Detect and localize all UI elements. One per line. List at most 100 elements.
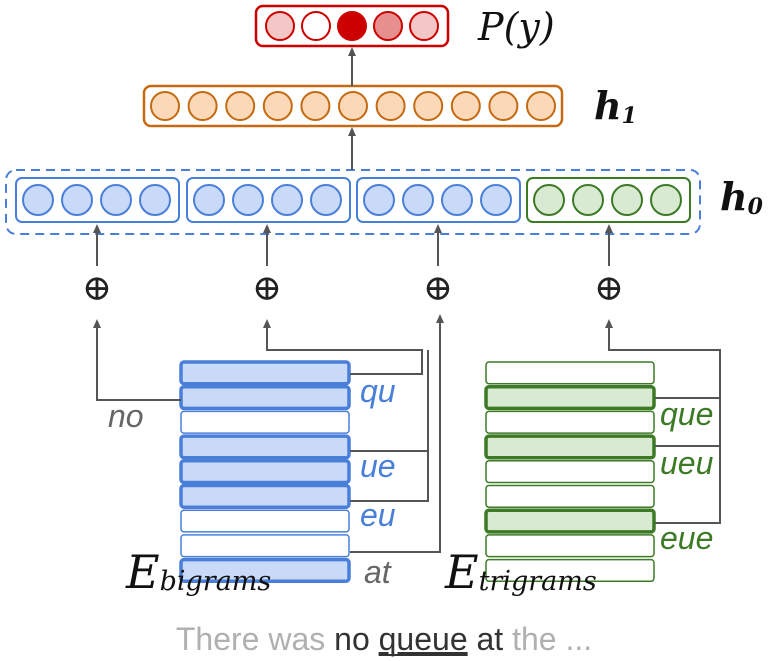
- h1-unit: [300, 91, 331, 121]
- h0-unit: [441, 184, 473, 216]
- h1-unit: [450, 91, 481, 121]
- sum-operators: ⊕ ⊕ ⊕ ⊕: [82, 268, 624, 309]
- bigram-label-eu: eu: [360, 497, 396, 533]
- output-unit: [337, 11, 367, 41]
- h0-group-box: [356, 177, 521, 223]
- trigram-row: [485, 460, 655, 484]
- h1-letter: h: [594, 83, 622, 128]
- h1-unit: [225, 91, 256, 121]
- h0-unit: [611, 184, 643, 216]
- input-sentence: There was no queue at the ...: [176, 621, 592, 657]
- h0-unit: [363, 184, 395, 216]
- h0-group-box: [15, 177, 180, 223]
- sum-operator-3: ⊕: [423, 268, 453, 309]
- h1-unit: [375, 91, 406, 121]
- bigram-row: [180, 534, 350, 558]
- h0-unit: [139, 184, 171, 216]
- output-unit: [409, 11, 439, 41]
- h1-unit: [150, 91, 180, 121]
- h0-unit: [22, 184, 54, 216]
- output-units: [265, 11, 439, 41]
- bigram-row-labels: no qu ue eu at: [108, 373, 396, 590]
- connector-eue: [655, 446, 721, 524]
- sentence-word-queue: queue: [379, 621, 468, 657]
- hidden-layer-0-groups: [15, 177, 691, 223]
- sentence-word-at: at: [477, 621, 504, 657]
- trigram-table-subscript: trigrams: [479, 566, 597, 597]
- hidden-layer-0-label: h0: [720, 174, 764, 220]
- h1-unit: [338, 91, 368, 121]
- h0-unit: [193, 184, 225, 216]
- sum-operator-1: ⊕: [82, 268, 112, 309]
- trigram-row: [485, 410, 655, 434]
- trigram-label-que: que: [660, 396, 713, 432]
- h0-group-box: [526, 177, 691, 223]
- trigram-table-letter: E: [444, 545, 479, 599]
- layer-arrows: [93, 47, 613, 266]
- bigram-row: [179, 557, 351, 584]
- h0-group-box: [186, 177, 351, 223]
- h0-unit: [650, 184, 682, 216]
- h0-unit: [533, 184, 565, 216]
- sentence-suffix: the ...: [503, 621, 592, 657]
- trigram-row: [484, 508, 656, 534]
- output-unit: [301, 11, 331, 41]
- h0-unit: [100, 184, 132, 216]
- bigram-row: [179, 384, 351, 411]
- h0-unit: [61, 184, 93, 216]
- bigram-table-name: Ebigrams: [125, 545, 271, 599]
- bigram-row: [179, 483, 351, 509]
- h0-unit: [402, 184, 434, 216]
- bigram-label-ue: ue: [360, 448, 396, 484]
- sentence-word-no: no: [334, 621, 370, 657]
- h1-unit: [262, 91, 293, 121]
- bigram-label-qu: qu: [360, 373, 396, 409]
- trigram-row: [485, 361, 655, 385]
- sentence-space-1: [370, 621, 379, 657]
- connector-lines: [93, 314, 721, 553]
- h1-unit: [413, 91, 444, 121]
- trigram-table: [484, 361, 656, 583]
- trigram-label-eue: eue: [660, 520, 713, 556]
- sum-operator-4: ⊕: [594, 268, 624, 309]
- bigram-label-at: at: [364, 554, 392, 590]
- connector-eu: [350, 451, 429, 502]
- output-unit: [265, 11, 295, 41]
- trigram-row-labels: que ueu eue: [660, 396, 714, 556]
- h0-unit: [271, 184, 303, 216]
- connector-que: [605, 319, 721, 399]
- h1-unit: [488, 91, 519, 121]
- output-layer: P(y): [254, 4, 555, 49]
- h0-unit: [480, 184, 512, 216]
- bigram-table-subscript: bigrams: [160, 566, 272, 597]
- sentence-prefix: There was: [176, 621, 334, 657]
- trigram-row: [484, 384, 656, 411]
- sentence-space-2: [468, 621, 477, 657]
- bigram-table-letter: E: [125, 545, 160, 599]
- h1-unit: [526, 91, 556, 121]
- hidden-layer-1-units: [150, 91, 556, 121]
- bigram-label-no: no: [108, 398, 144, 434]
- bigram-row: [179, 459, 351, 485]
- h1-unit: [187, 91, 218, 121]
- h0-letter: h: [720, 174, 748, 219]
- h0-unit: [232, 184, 264, 216]
- trigram-row: [484, 434, 656, 460]
- bigram-row: [180, 410, 350, 434]
- output-label: P(y): [477, 5, 555, 49]
- output-layer-box: [254, 4, 450, 48]
- bigram-rows: [179, 360, 351, 584]
- connector-no: [93, 319, 181, 401]
- trigram-rows: [484, 361, 656, 583]
- bigram-table: [179, 360, 351, 584]
- bigram-row: [180, 509, 350, 533]
- h1-subscript: 1: [622, 103, 637, 129]
- h0-unit: [572, 184, 604, 216]
- bigram-row: [179, 360, 351, 386]
- hidden-layer-0: h0: [5, 169, 764, 235]
- hidden-layer-1-label: h1: [594, 83, 637, 129]
- h0-subscript: 0: [748, 194, 764, 220]
- trigram-label-ueu: ueu: [660, 445, 714, 481]
- trigram-table-name: Etrigrams: [444, 545, 597, 599]
